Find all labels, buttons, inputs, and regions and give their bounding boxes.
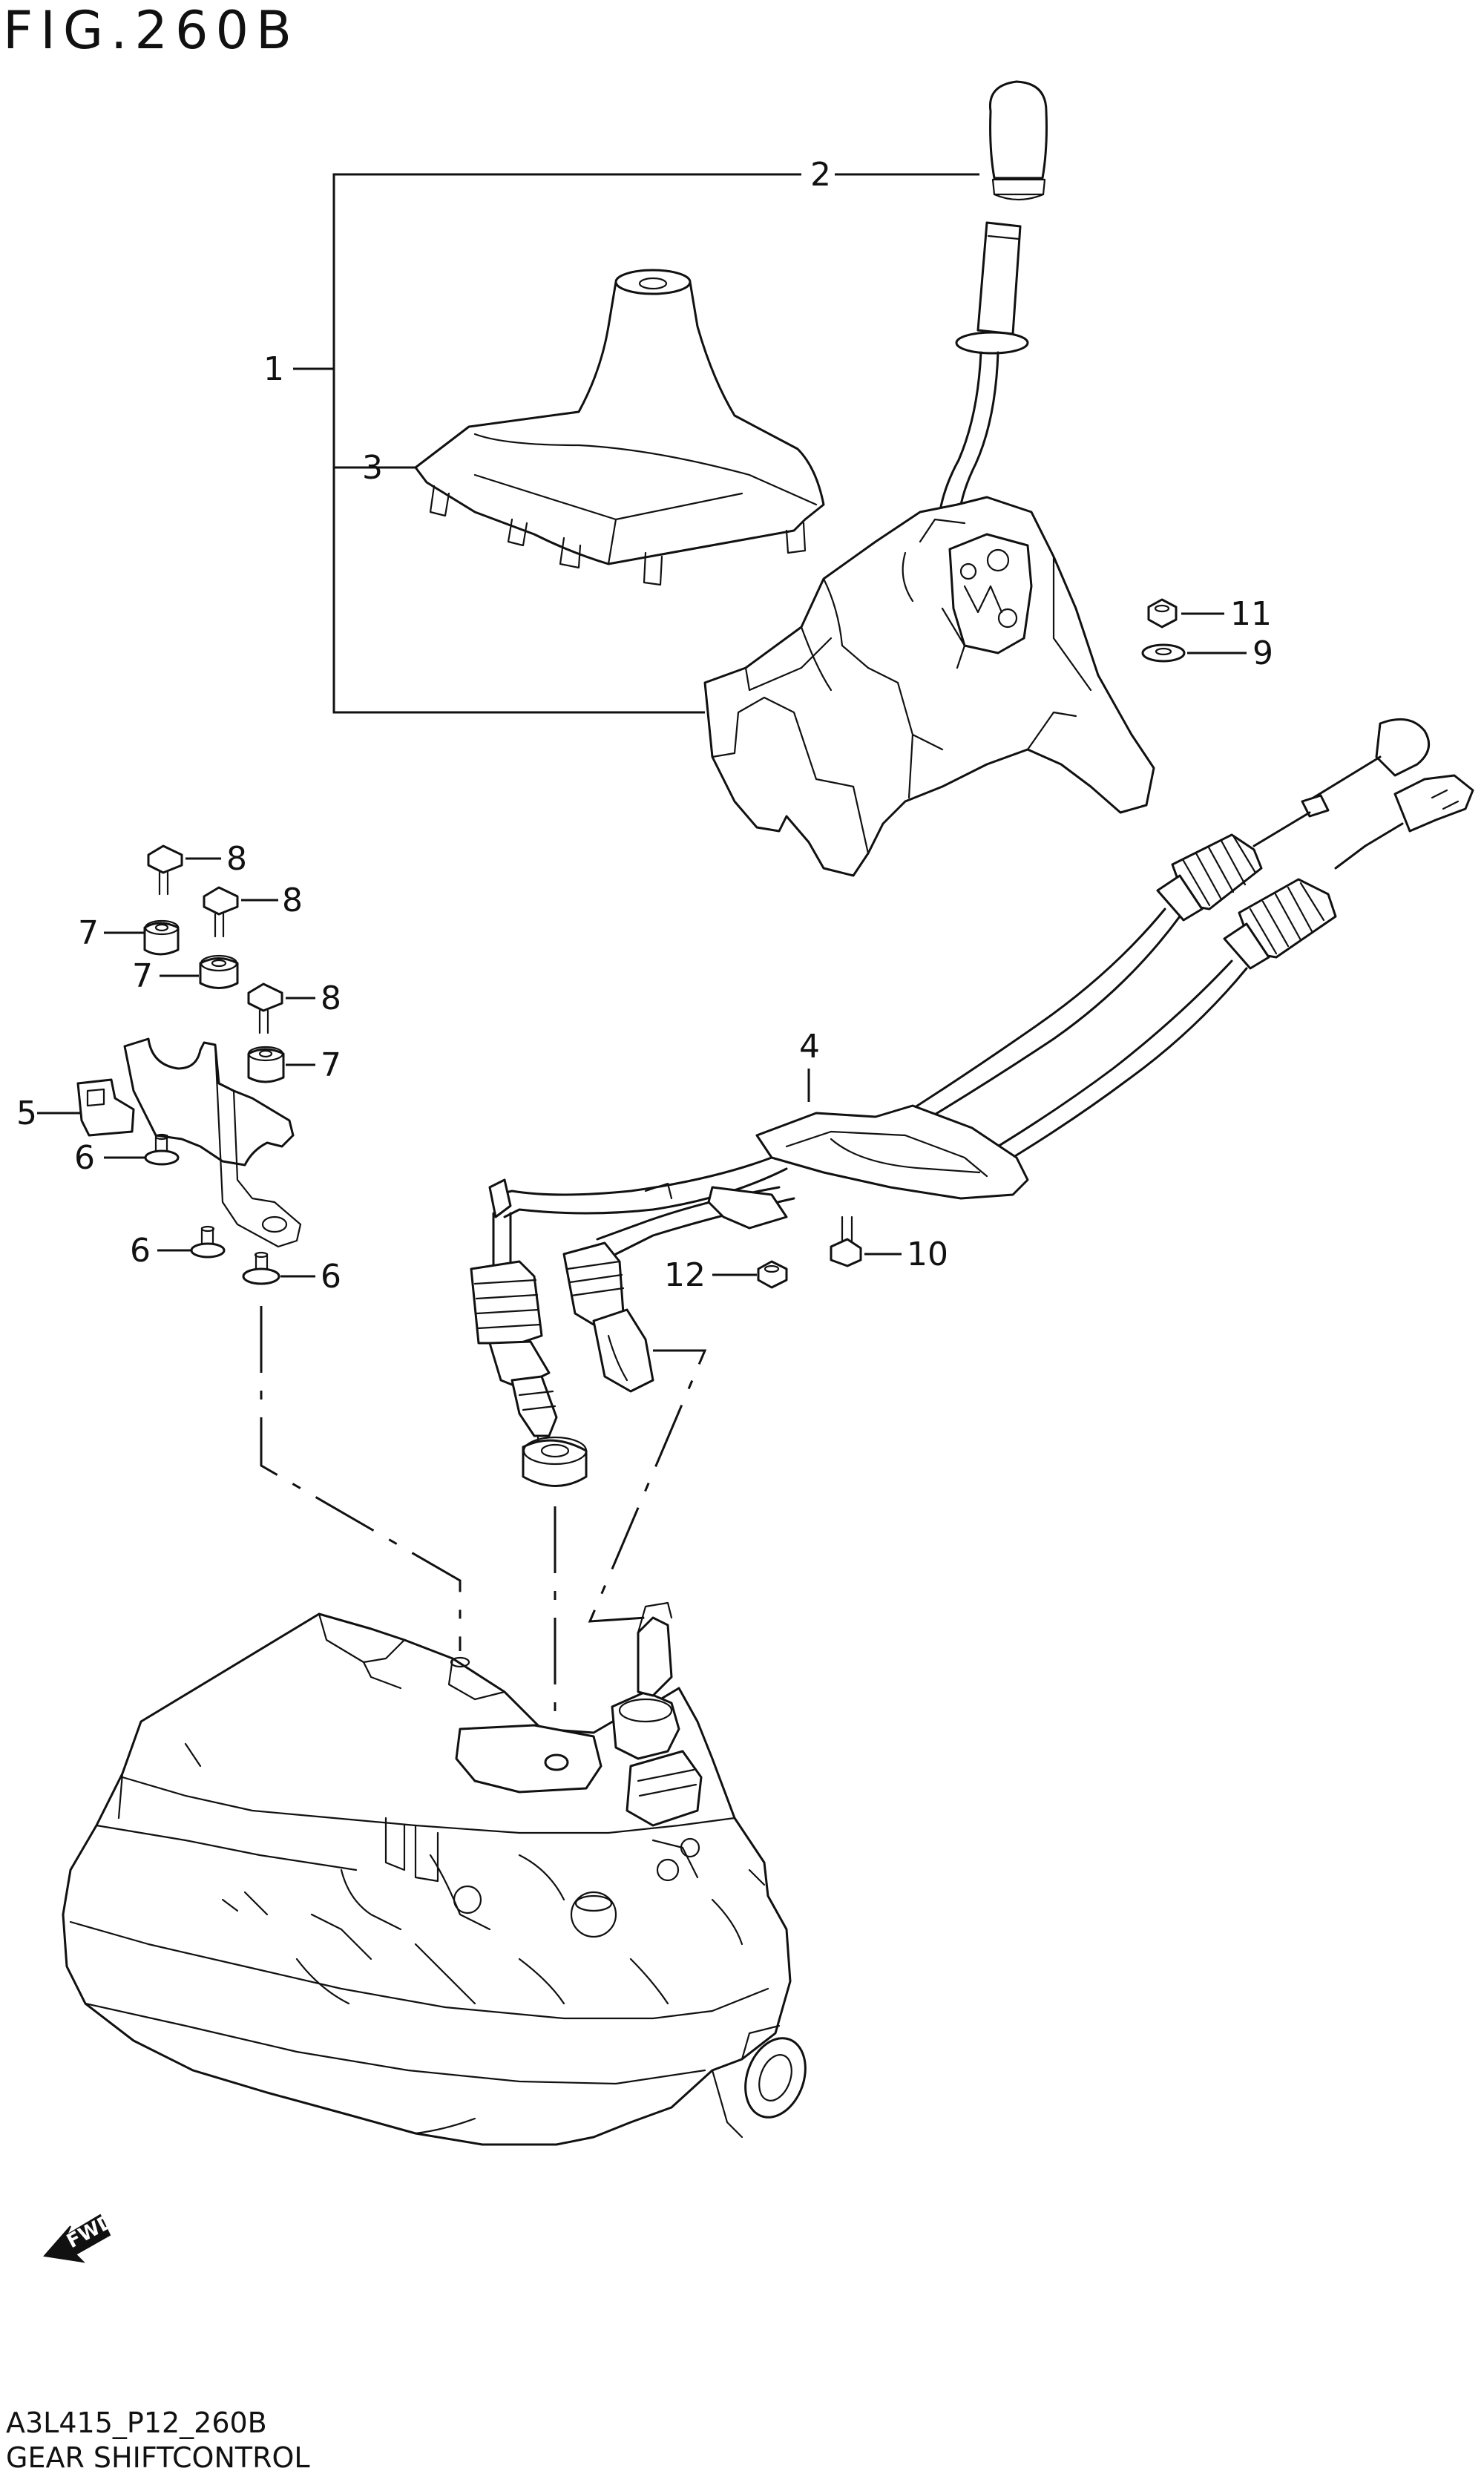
cable-boot-upper-2 [1223,878,1337,970]
nut-12 [712,1260,788,1289]
callout-7a: 7 [78,914,99,952]
callout-10: 10 [907,1236,948,1273]
callout-6b: 6 [130,1232,151,1270]
cable-boot-upper-1 [1156,833,1263,922]
callout-6c: 6 [321,1258,341,1296]
bushing-7b [160,954,239,989]
diagram-code: A3L415_P12_260B [6,2406,267,2439]
callout-1: 1 [263,350,284,388]
cable-boot-lower-right [562,1241,654,1393]
clip-6a [104,1133,180,1166]
callout-labels: 2 1 3 11 9 8 8 7 7 8 7 4 5 6 6 6 10 12 [16,156,1273,1296]
transmission-case [62,1601,807,2146]
bolt-10 [830,1215,902,1267]
shift-knob [988,80,1048,201]
callout-3: 3 [362,449,383,487]
cable-bracket-5 [37,1037,302,1248]
bushing-7c [247,1046,315,1083]
callout-7b: 7 [132,957,153,995]
shift-lever-housing [703,496,1155,877]
callout-5: 5 [16,1095,37,1132]
clip-6b [157,1225,226,1259]
bushing-7a [104,919,180,956]
callout-7c: 7 [321,1046,341,1084]
callout-12: 12 [664,1256,706,1294]
bolt-8a [147,844,221,896]
fwd-arrow-icon: FWD [43,2210,118,2263]
callout-4: 4 [799,1028,820,1066]
shift-lever [937,221,1029,521]
clip-6c [242,1251,315,1285]
callout-8c: 8 [321,980,341,1017]
cable-boot-lower-left [470,1260,558,1448]
figure-title: FIG.260B [3,0,300,61]
diagram-name: GEAR SHIFTCONTROL [6,2441,310,2474]
callout-8b: 8 [282,882,303,919]
cable-end-bushing [522,1436,588,1487]
washer-9 [1141,643,1247,663]
shift-cable-assembly [488,718,1474,1270]
callout-11: 11 [1230,595,1272,633]
callout-8a: 8 [226,840,247,878]
callout-9: 9 [1252,634,1273,672]
callout-2: 2 [810,156,831,194]
alignment-lines [260,1306,707,1733]
shift-boot [414,269,825,586]
bolt-8b [203,886,278,938]
nut-11 [1147,598,1224,629]
assembly-bracket [293,173,979,714]
bolt-8c [247,982,315,1034]
callout-6a: 6 [74,1139,95,1177]
